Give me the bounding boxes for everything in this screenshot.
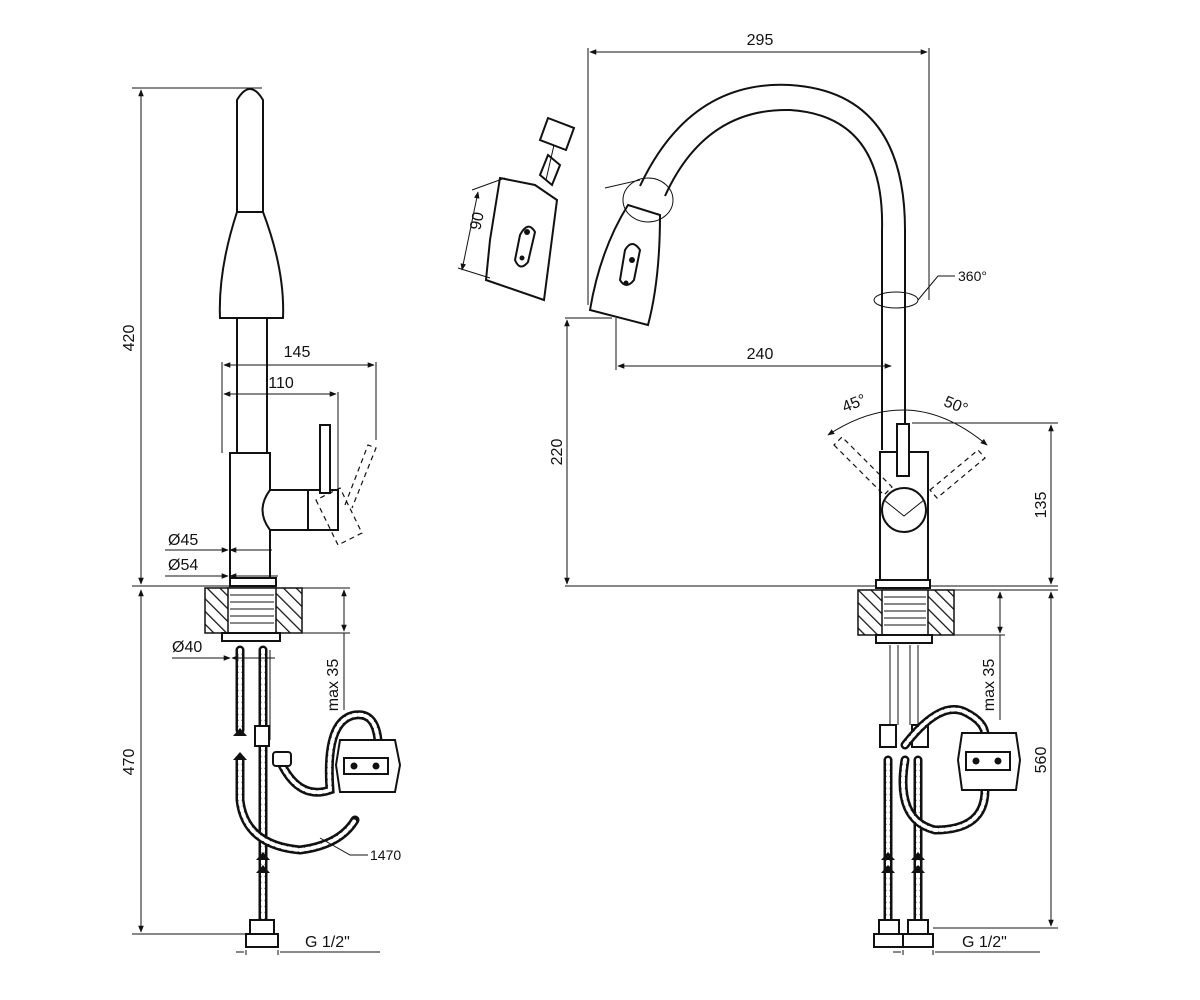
right-base-ring [875, 579, 931, 589]
left-lever [319, 424, 331, 494]
right-hose-fitting-a [878, 919, 900, 935]
dim-height-220: 220 [549, 439, 566, 466]
left-hose-clip [254, 725, 270, 747]
right-connector-a [879, 724, 897, 748]
detail-connector [538, 116, 576, 152]
left-shank-thread [230, 594, 274, 624]
left-spout-tip [236, 88, 264, 213]
right-gooseneck-inner [664, 108, 884, 450]
dim-length-470: 470 [121, 749, 138, 776]
dim-rotation-360: 360° [958, 268, 987, 284]
dim-diameter-54: Ø54 [168, 557, 198, 574]
right-mount-nut [875, 634, 933, 644]
left-lever-tilted [315, 444, 377, 546]
right-hose-nut-b [902, 933, 934, 948]
right-head-ring [622, 177, 674, 223]
left-pull-head [218, 211, 285, 319]
dim-reach-110: 110 [268, 375, 294, 392]
dim-max-35: max 35 [325, 659, 342, 712]
left-counterweight-clamp [343, 757, 389, 775]
left-view-faucet [204, 88, 402, 948]
dim-max-35-right: max 35 [981, 659, 998, 712]
dim-reach-145: 145 [284, 344, 311, 361]
right-handle-hub [881, 487, 927, 533]
left-hose-connector [272, 751, 292, 767]
dim-length-560: 560 [1033, 747, 1050, 774]
right-view-faucet [588, 83, 1022, 948]
dim-height-135: 135 [1033, 492, 1050, 519]
dim-head-90: 90 [467, 210, 487, 231]
left-spout-tube [236, 317, 268, 454]
right-gooseneck-outer [639, 83, 906, 450]
right-hose-nut-a [873, 933, 905, 948]
dim-thread-right: G 1/2" [962, 934, 1007, 951]
right-counterweight-clamp [965, 751, 1011, 771]
dim-diameter-40: Ø40 [172, 639, 202, 656]
left-hose-fitting [249, 919, 275, 935]
left-hose-nut [245, 933, 279, 948]
left-mount-nut [221, 632, 281, 642]
right-lever-tilted [833, 436, 986, 499]
right-rotation-ellipse [873, 291, 919, 309]
dim-height-420: 420 [121, 325, 138, 352]
dim-diameter-45: Ø45 [168, 532, 198, 549]
dim-hose-1470: 1470 [370, 847, 401, 863]
head-detail: 90 [457, 116, 576, 302]
right-shank-thread [884, 596, 926, 626]
left-base-ring [229, 577, 277, 587]
dim-reach-295: 295 [747, 32, 774, 49]
dim-angle-50: 50° [941, 393, 970, 418]
dim-reach-240: 240 [747, 346, 774, 363]
left-handle-hub [261, 489, 311, 531]
left-dimensions: 420 145 110 Ø45 Ø54 Ø40 470 max 35 147 [121, 87, 401, 955]
right-hose-fitting-b [907, 919, 929, 935]
dim-angle-45: 45° [840, 391, 869, 416]
right-head-button [618, 243, 642, 286]
right-lever [896, 423, 910, 477]
dim-thread-left: G 1/2" [305, 934, 350, 951]
